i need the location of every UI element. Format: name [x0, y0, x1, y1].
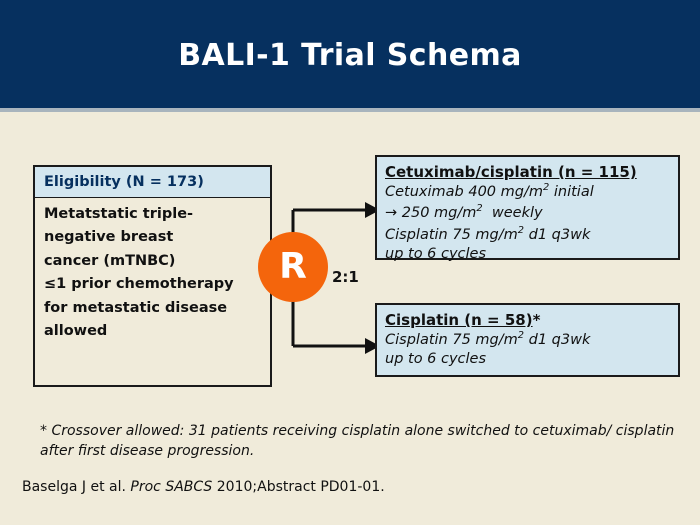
citation-authors: Baselga J et al. [22, 479, 126, 495]
eligibility-criteria-line: ≤1 prior chemotherapy [44, 276, 234, 293]
arm-title: Cetuximab/cisplatin (n = 115) [385, 163, 637, 181]
eligibility-box: Eligibility (N = 173) Metatstatic triple… [33, 165, 272, 387]
randomization-ratio: 2:1 [332, 268, 359, 286]
title-bar [0, 0, 700, 108]
eligibility-criteria-line: for metastatic disease [44, 299, 228, 316]
eligibility-header: Eligibility (N = 173) [35, 167, 270, 198]
arm-heading: Cetuximab/cisplatin (n = 115) [385, 162, 670, 181]
arm-title: Cisplatin (n = 58) [385, 311, 533, 329]
arm-regimen-line: up to 6 cycles [385, 245, 487, 262]
eligibility-criteria-list: Metatstatic triple- negative breast canc… [35, 198, 270, 344]
arm-regimen-line: up to 6 cycles [385, 351, 487, 368]
citation: Baselga J et al. Proc SABCS 2010;Abstrac… [22, 479, 385, 495]
header-divider [0, 108, 700, 112]
treatment-arm-cetuximab-cisplatin: Cetuximab/cisplatin (n = 115) Cetuximab … [375, 155, 680, 262]
arm-regimen-line: → 250 mg/m2 weekly [385, 203, 543, 222]
arm-heading: Cisplatin (n = 58)* [385, 310, 670, 329]
randomization-node: R [258, 232, 328, 302]
page-title: BALI-1 Trial Schema [178, 38, 522, 73]
eligibility-criteria-line: allowed [44, 323, 108, 340]
crossover-footnote: * Crossover allowed: 31 patients receivi… [40, 423, 675, 459]
eligibility-criteria-line: cancer (mTNBC) [44, 252, 176, 269]
eligibility-criteria-line: Metatstatic triple- [44, 206, 194, 222]
citation-reference: 2010;Abstract PD01-01. [216, 479, 385, 495]
arm-regimen-line: Cisplatin 75 mg/m2 d1 q3wk [385, 224, 591, 243]
arm-title-suffix: * [532, 311, 541, 329]
treatment-arm-cisplatin: Cisplatin (n = 58)* Cisplatin 75 mg/m2 d… [375, 303, 680, 377]
arm-regimen-line: Cisplatin 75 mg/m2 d1 q3wk [385, 330, 591, 348]
eligibility-criteria-line: negative breast [44, 229, 174, 246]
citation-source: Proc SABCS [130, 479, 213, 495]
arm-regimen-line: Cetuximab 400 mg/m2 initial [385, 182, 594, 200]
